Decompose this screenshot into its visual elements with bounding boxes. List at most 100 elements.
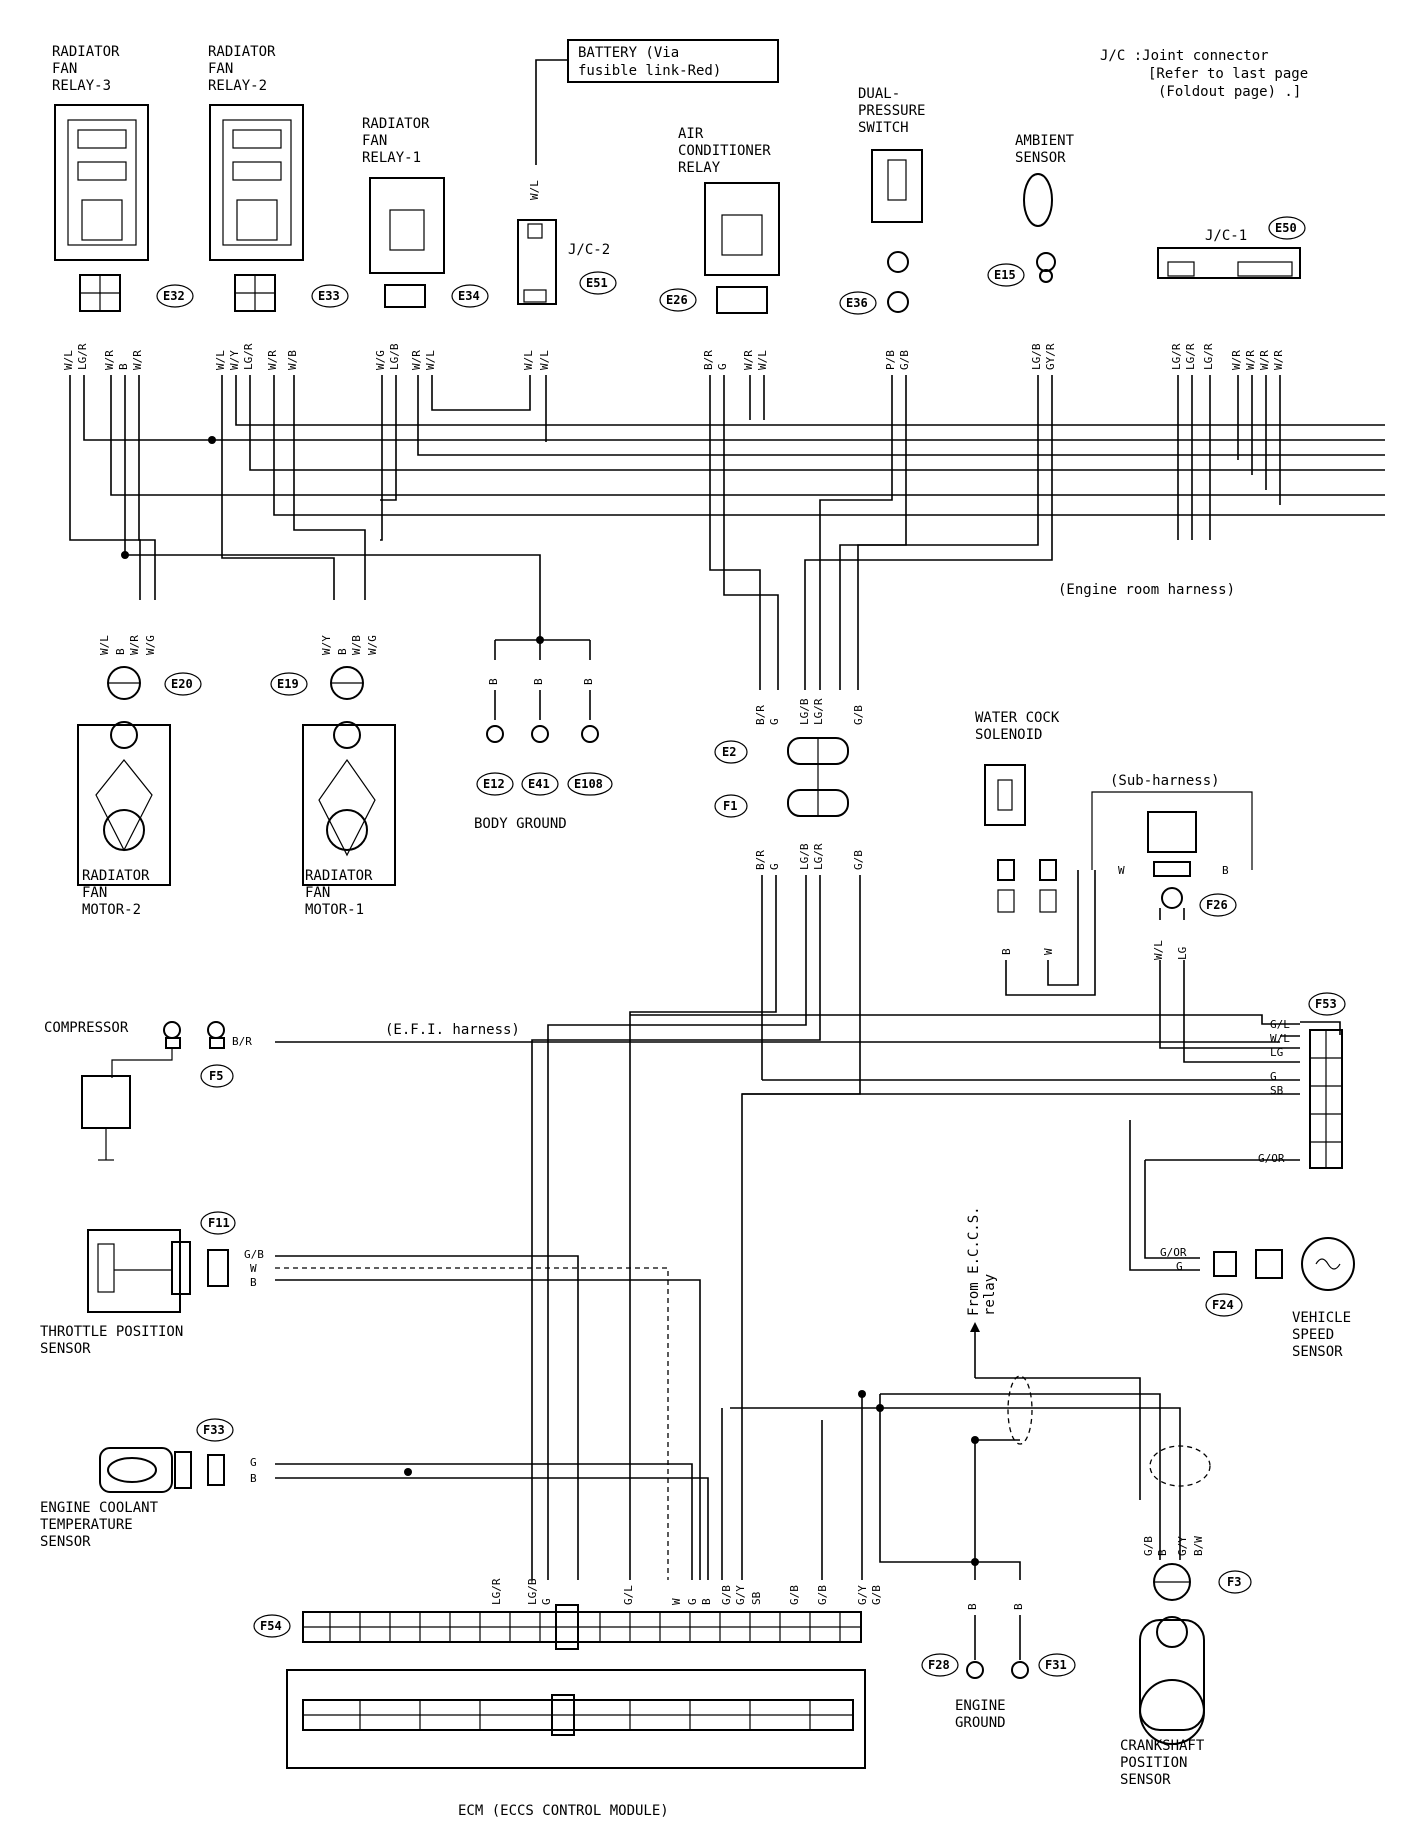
svg-text:B: B: [700, 1598, 713, 1605]
svg-text:W/R: W/R: [1258, 350, 1271, 370]
svg-text:W/R: W/R: [1244, 350, 1257, 370]
svg-text:J/C :Joint connector: J/C :Joint connector: [1100, 48, 1269, 64]
svg-text:G/B: G/B: [788, 1585, 801, 1605]
svg-text:RADIATOR: RADIATOR: [82, 868, 150, 884]
svg-text:G: G: [716, 363, 729, 370]
svg-text:W/L: W/L: [522, 350, 535, 370]
radiator-fan-relay-1: RADIATOR FAN RELAY-1: [362, 116, 445, 308]
engine-ground: B B ENGINE GROUND: [955, 1603, 1029, 1731]
svg-text:E32: E32: [163, 289, 185, 303]
svg-text:G/B: G/B: [852, 705, 865, 725]
svg-text:B: B: [1222, 864, 1229, 877]
battery-label-box: BATTERY (Via fusible link-Red) W/L: [528, 39, 779, 200]
svg-text:W: W: [250, 1262, 257, 1275]
motor2-wire-colors: W/L B W/R W/G: [98, 635, 157, 655]
connector-E108: E108: [567, 772, 613, 796]
svg-text:G/B: G/B: [244, 1248, 264, 1261]
svg-text:DUAL-: DUAL-: [858, 86, 900, 102]
svg-text:E36: E36: [846, 296, 868, 310]
engine-coolant-temperature-sensor: ENGINE COOLANT TEMPERATURE SENSOR G B: [40, 1447, 709, 1580]
svg-text:SB: SB: [1270, 1084, 1284, 1097]
svg-text:G: G: [768, 718, 781, 725]
connector-E15: E15: [987, 263, 1025, 287]
svg-text:LG/B: LG/B: [1030, 343, 1043, 370]
svg-text:PRESSURE: PRESSURE: [858, 103, 925, 119]
engine-room-harness-label: (Engine room harness): [1058, 582, 1235, 598]
svg-text:THROTTLE POSITION: THROTTLE POSITION: [40, 1324, 183, 1340]
svg-text:E50: E50: [1275, 221, 1297, 235]
svg-text:SENSOR: SENSOR: [1015, 150, 1066, 166]
connector-F31: F31: [1038, 1653, 1076, 1677]
svg-text:POSITION: POSITION: [1120, 1755, 1187, 1771]
svg-text:E15: E15: [994, 268, 1016, 282]
connector-F26: F26: [1199, 893, 1237, 917]
ambient-sensor: AMBIENT SENSOR: [1015, 133, 1075, 283]
svg-text:LG/R: LG/R: [490, 1578, 503, 1605]
jc2-wire-colors: W/L W/L: [522, 350, 551, 370]
svg-text:G/B: G/B: [898, 350, 911, 370]
svg-text:FAN: FAN: [208, 61, 233, 77]
connector-E36: E36: [839, 291, 877, 315]
svg-text:FAN: FAN: [305, 885, 330, 901]
svg-text:W/G: W/G: [144, 635, 157, 655]
svg-text:LG/R: LG/R: [1170, 343, 1183, 370]
svg-text:W/Y: W/Y: [320, 635, 333, 655]
svg-text:SENSOR: SENSOR: [1120, 1772, 1171, 1788]
sub-harness-label: (Sub-harness): [1110, 773, 1220, 789]
svg-text:E12: E12: [483, 777, 505, 791]
f3-wire-colors: G/B B G/Y B/W: [1142, 1536, 1205, 1556]
jc1-wire-colors: LG/R LG/R LG/R W/R W/R W/R W/R: [1170, 343, 1285, 370]
svg-text:W/R: W/R: [410, 350, 423, 370]
compressor: COMPRESSOR B/R: [44, 1020, 252, 1161]
jc-note: J/C :Joint connector [Refer to last page…: [1100, 48, 1308, 100]
connector-F28: F28: [921, 1653, 959, 1677]
svg-text:B/W: B/W: [1192, 1536, 1205, 1556]
svg-text:W/G: W/G: [366, 635, 379, 655]
svg-text:ECM (ECCS CONTROL MODULE): ECM (ECCS CONTROL MODULE): [458, 1803, 669, 1819]
svg-text:FAN: FAN: [82, 885, 107, 901]
svg-text:J/C-1: J/C-1: [1205, 228, 1247, 244]
svg-text:LG/R: LG/R: [812, 698, 825, 725]
svg-text:W/L: W/L: [62, 350, 75, 370]
connector-F11: F11: [200, 1211, 236, 1235]
svg-text:RADIATOR: RADIATOR: [52, 44, 120, 60]
svg-text:B: B: [532, 678, 545, 685]
svg-text:F53: F53: [1315, 997, 1337, 1011]
svg-text:W/L: W/L: [756, 350, 769, 370]
svg-text:ENGINE COOLANT: ENGINE COOLANT: [40, 1500, 159, 1516]
svg-text:E2: E2: [722, 745, 736, 759]
svg-text:SWITCH: SWITCH: [858, 120, 909, 136]
svg-text:GY/R: GY/R: [1044, 343, 1057, 370]
svg-text:LG/R: LG/R: [1202, 343, 1215, 370]
ecm-wire-colors: LG/R LG/B G G/L W G B G/B G/Y SB G/B G/B…: [490, 1578, 883, 1605]
vehicle-speed-sensor: G/OR G VEHICLE SPEED SENSOR: [1129, 1120, 1355, 1360]
connector-F5: F5: [200, 1064, 234, 1088]
svg-text:F26: F26: [1206, 898, 1228, 912]
throttle-position-sensor: THROTTLE POSITION SENSOR G/B W B: [40, 1229, 701, 1580]
svg-text:SENSOR: SENSOR: [1292, 1344, 1343, 1360]
svg-text:F5: F5: [209, 1069, 223, 1083]
svg-text:E26: E26: [666, 293, 688, 307]
svg-text:B/R: B/R: [702, 350, 715, 370]
svg-text:[Refer to last page: [Refer to last page: [1148, 66, 1308, 82]
svg-text:E33: E33: [318, 289, 340, 303]
svg-text:G/B: G/B: [1142, 1536, 1155, 1556]
svg-text:FAN: FAN: [52, 61, 77, 77]
svg-text:B/R: B/R: [232, 1035, 252, 1048]
svg-text:W/L: W/L: [98, 635, 111, 655]
svg-text:W/R: W/R: [131, 350, 144, 370]
svg-text:LG/R: LG/R: [812, 843, 825, 870]
svg-text:W/B: W/B: [350, 635, 363, 655]
svg-text:RELAY-3: RELAY-3: [52, 78, 111, 94]
connector-E41: E41: [521, 772, 559, 796]
svg-text:J/C-2: J/C-2: [568, 242, 610, 258]
svg-text:LG/B: LG/B: [798, 843, 811, 870]
svg-text:LG/R: LG/R: [242, 343, 255, 370]
svg-text:W/R: W/R: [103, 350, 116, 370]
svg-text:W/R: W/R: [1230, 350, 1243, 370]
svg-text:W/Y: W/Y: [228, 350, 241, 370]
joint-connector-1: J/C-1: [1157, 228, 1301, 279]
crankshaft-shield-wiring: [404, 1375, 1211, 1580]
svg-text:B: B: [582, 678, 595, 685]
svg-text:B: B: [250, 1276, 257, 1289]
